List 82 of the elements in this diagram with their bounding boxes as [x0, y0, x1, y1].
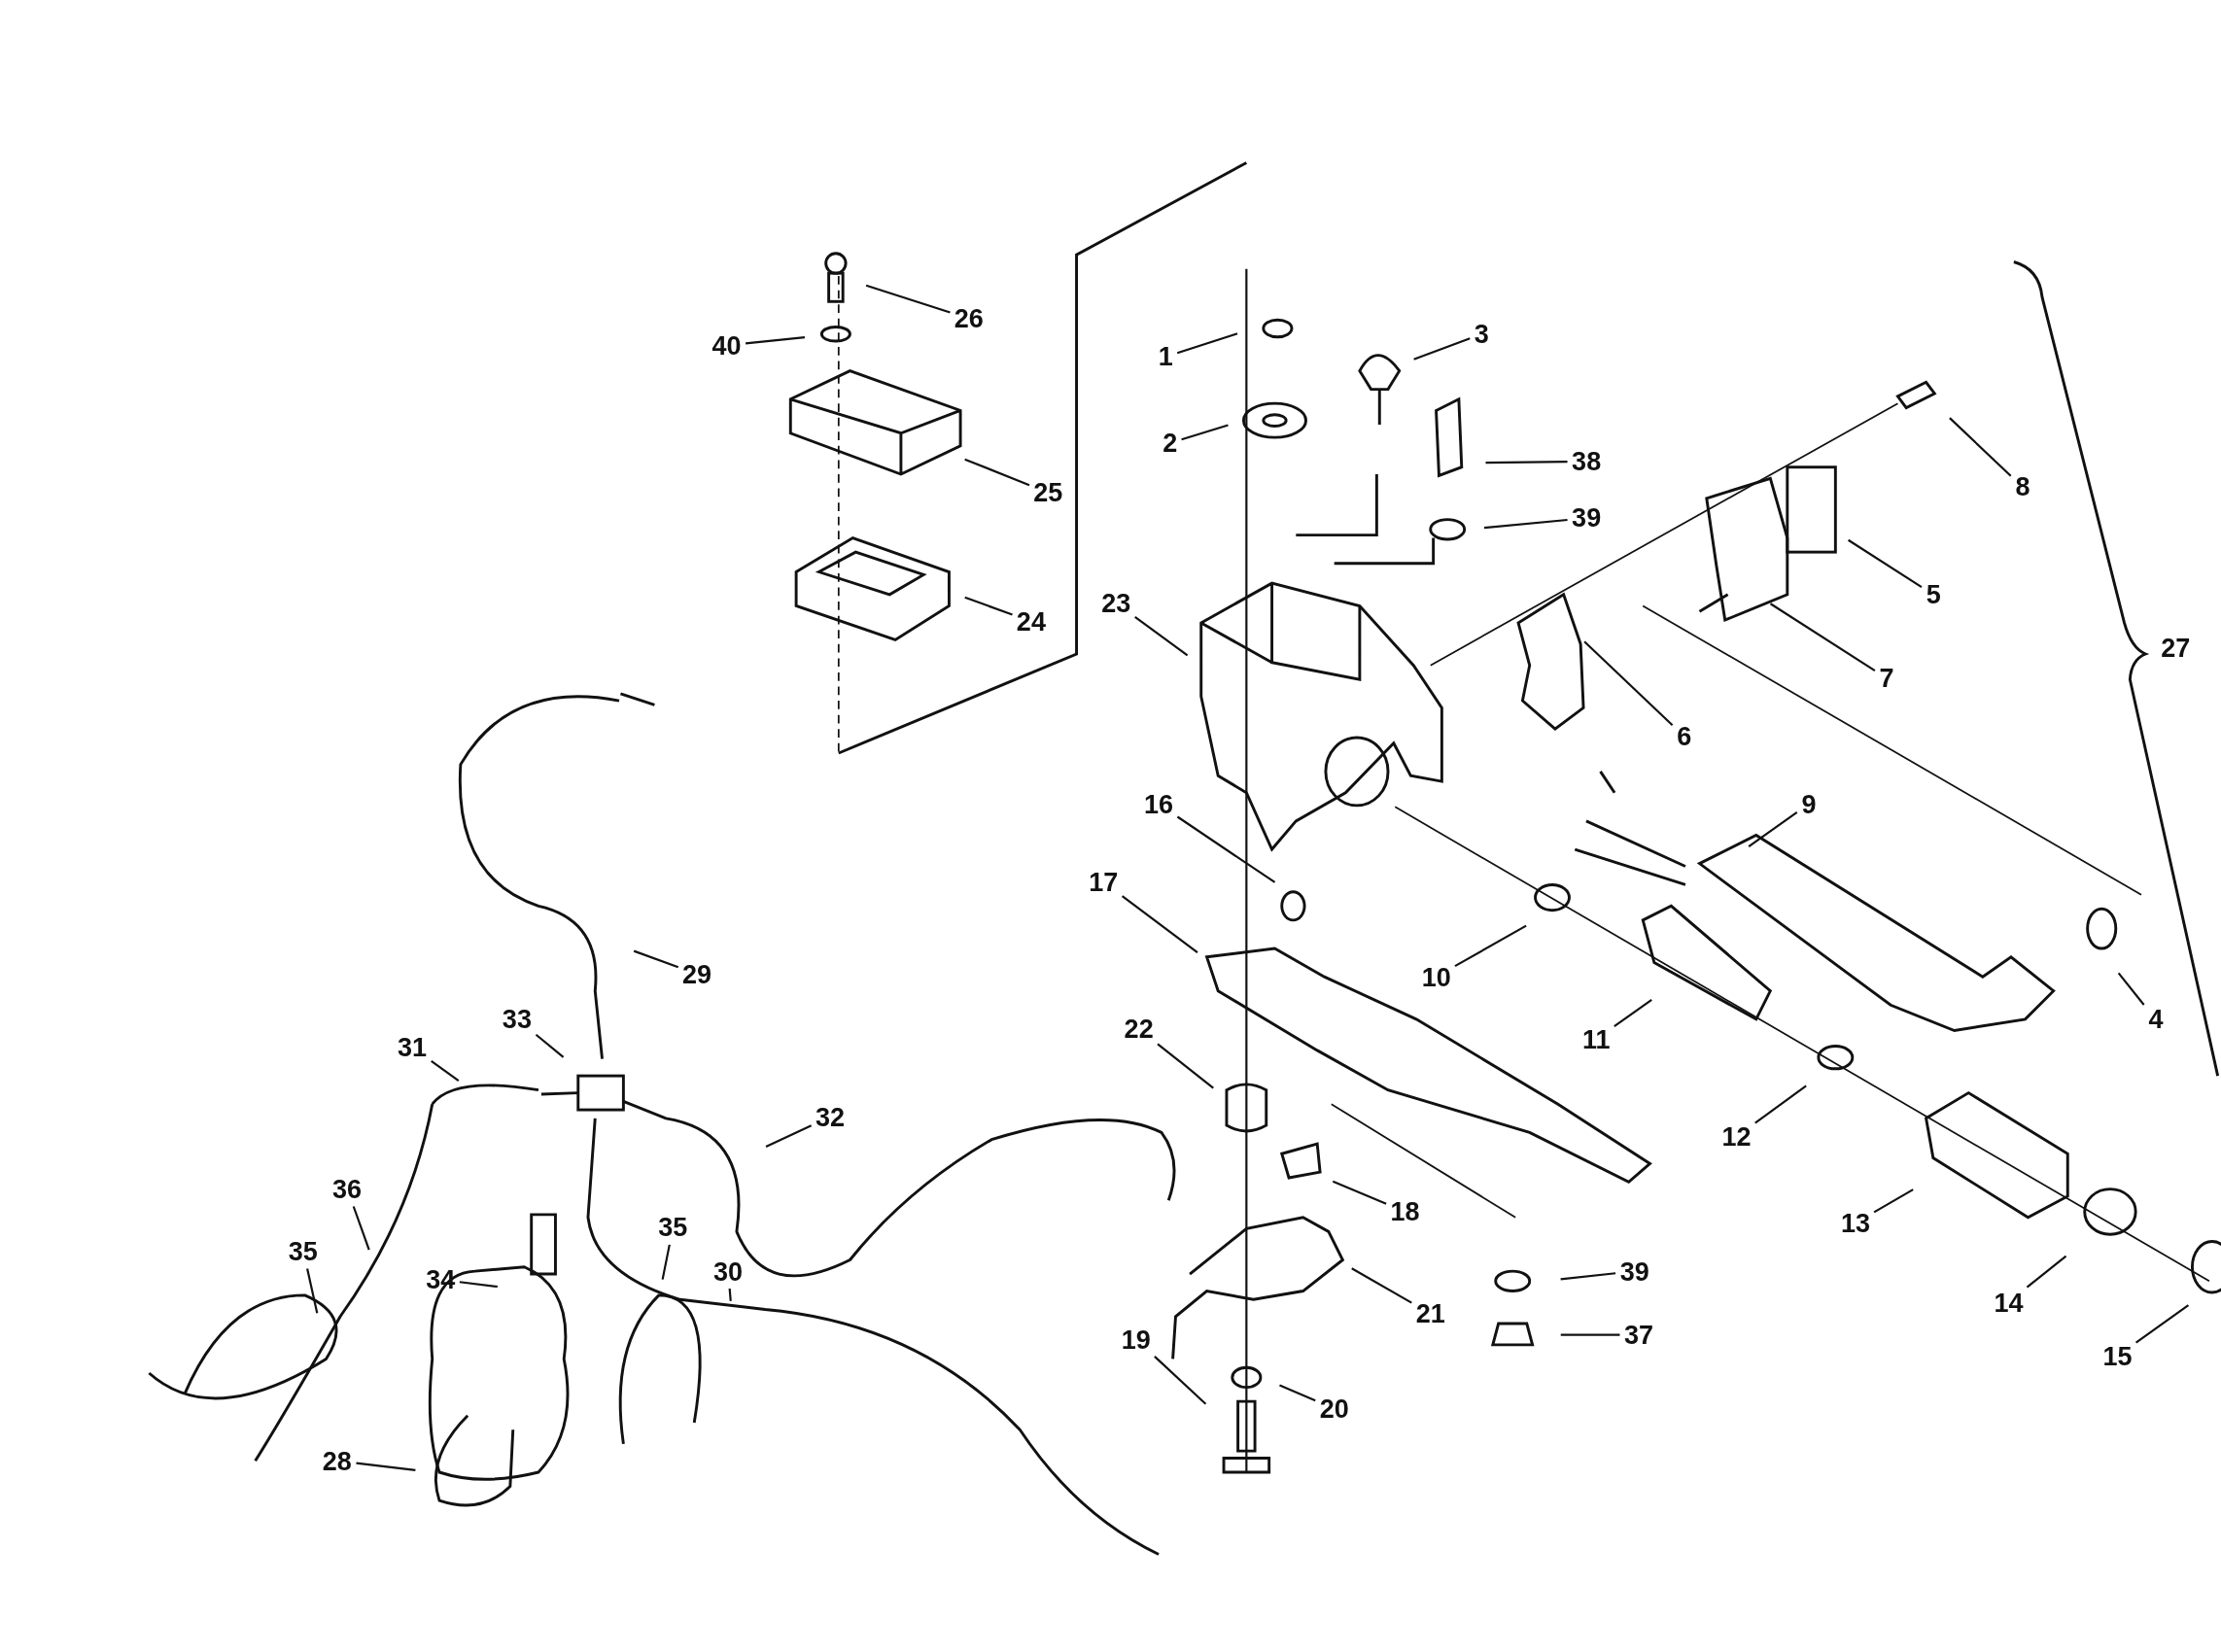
callout-number: 38 — [1572, 448, 1602, 475]
callout-number: 19 — [1121, 1326, 1151, 1354]
leader-line — [535, 1033, 565, 1058]
callout-number: 4 — [2148, 1006, 2164, 1033]
leader-line — [964, 458, 1030, 487]
leader-line — [2026, 1255, 2067, 1289]
callout-number: 31 — [398, 1034, 428, 1061]
leader-line — [1748, 810, 1798, 848]
leader-line — [1485, 461, 1568, 465]
leader-line — [1560, 1272, 1616, 1281]
callout-number: 16 — [1144, 791, 1174, 818]
callout-number: 11 — [1582, 1026, 1611, 1053]
callout-number: 27 — [2161, 635, 2191, 662]
leader-line — [1454, 924, 1527, 968]
callout-number: 5 — [1926, 581, 1941, 608]
callout-number: 2 — [1163, 430, 1178, 457]
leader-line — [1279, 1384, 1316, 1402]
leader-line — [765, 1124, 813, 1148]
leader-line — [356, 1462, 416, 1471]
callout-number: 15 — [2102, 1343, 2133, 1370]
leader-line — [1176, 332, 1238, 355]
leader-line — [728, 1288, 732, 1301]
leader-line — [1949, 417, 2012, 477]
callout-number: 8 — [2015, 473, 2030, 500]
callout-number: 39 — [1619, 1258, 1649, 1286]
callout-number: 25 — [1033, 479, 1063, 506]
leader-line — [431, 1060, 460, 1082]
callout-number: 1 — [1158, 343, 1173, 370]
leader-line — [1754, 1084, 1807, 1124]
callout-number: 13 — [1841, 1210, 1871, 1237]
callout-number: 26 — [954, 305, 984, 332]
callout-number: 37 — [1624, 1322, 1654, 1349]
callout-number: 22 — [1124, 1015, 1154, 1043]
leader-line — [1176, 815, 1276, 883]
leader-line — [1769, 602, 1876, 672]
leader-line — [1351, 1267, 1412, 1304]
leader-line — [1413, 337, 1471, 361]
leader-line — [1134, 615, 1189, 657]
callout-number: 39 — [1572, 504, 1602, 532]
leader-line — [1181, 424, 1229, 441]
callout-number: 33 — [502, 1006, 532, 1033]
callout-number: 40 — [711, 332, 742, 360]
leader-line — [661, 1244, 671, 1280]
callout-number: 29 — [681, 961, 711, 988]
leader-line — [1154, 1356, 1207, 1405]
leader-line — [1873, 1188, 1914, 1214]
leader-line — [1848, 538, 1923, 589]
callout-number: 17 — [1089, 869, 1119, 896]
leader-line — [306, 1268, 319, 1314]
callout-number: 35 — [288, 1238, 318, 1265]
leader-line — [2117, 972, 2145, 1006]
leader-line — [1560, 1333, 1620, 1336]
leader-line — [1583, 640, 1674, 726]
callout-number: 21 — [1415, 1300, 1445, 1327]
callout-number: 20 — [1319, 1395, 1349, 1423]
leader-line — [352, 1206, 370, 1251]
callout-number: 30 — [713, 1258, 744, 1286]
leader-line — [459, 1281, 498, 1289]
leader-line — [964, 596, 1013, 616]
callout-number: 7 — [1879, 665, 1894, 692]
callout-number: 3 — [1474, 321, 1489, 348]
callout-number: 23 — [1101, 590, 1131, 617]
callout-number: 24 — [1016, 608, 1046, 636]
leader-line — [1332, 1180, 1387, 1205]
callout-number: 28 — [322, 1448, 352, 1475]
leader-line — [1483, 518, 1568, 530]
leader-line — [746, 335, 806, 345]
leader-line — [1614, 998, 1652, 1027]
leader-line — [865, 284, 951, 314]
callout-number: 35 — [658, 1214, 688, 1241]
callout-number: 12 — [1721, 1123, 1752, 1151]
callout-number: 10 — [1421, 964, 1451, 990]
callout-number: 9 — [1801, 791, 1817, 818]
callout-number: 14 — [1994, 1290, 2024, 1317]
leader-line — [1157, 1043, 1214, 1089]
leader-line — [1121, 895, 1198, 953]
callout-number: 36 — [332, 1176, 363, 1203]
leader-line — [2134, 1304, 2190, 1344]
leader-line — [633, 949, 679, 969]
callout-number: 6 — [1677, 723, 1692, 750]
callout-number: 32 — [815, 1104, 845, 1131]
callout-number: 18 — [1390, 1198, 1420, 1225]
